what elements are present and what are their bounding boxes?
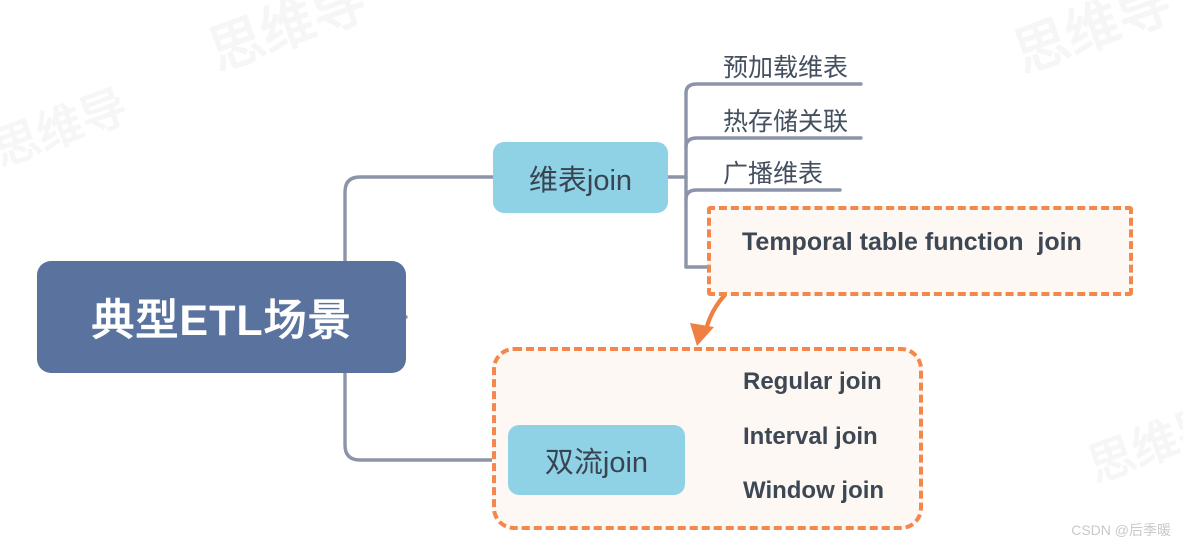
background-watermark: 思维导 [0, 79, 134, 176]
branch-node-dual-stream-join[interactable]: 双流join [508, 425, 685, 495]
background-watermark: 思维导 [1006, 0, 1180, 85]
leaf-temporal-table-function-join[interactable]: Temporal table function join [742, 228, 1082, 256]
highlight-box-temporal-join [707, 206, 1133, 296]
root-node-etl-scenarios[interactable]: 典型ETL场景 [37, 261, 406, 373]
leaf-hot-storage-join[interactable]: 热存储关联 [723, 108, 849, 136]
background-watermark: 思维导 [1081, 395, 1183, 492]
branch-node-dim-join[interactable]: 维表join [493, 142, 668, 213]
leaf-window-join[interactable]: Window join [743, 477, 885, 504]
branch-node-label: 双流join [544, 447, 649, 479]
leaf-interval-join[interactable]: Interval join [743, 423, 878, 450]
root-node-label: 典型ETL场景 [91, 297, 352, 345]
background-watermark: 思维导 [201, 0, 375, 83]
branch-node-label: 维表join [528, 164, 633, 197]
leaf-broadcast-dim-table[interactable]: 广播维表 [723, 160, 824, 188]
csdn-watermark-credit: CSDN @后季暖 [1071, 522, 1171, 538]
leaf-preload-dim-table[interactable]: 预加载维表 [723, 54, 849, 82]
leaf-regular-join[interactable]: Regular join [743, 368, 882, 395]
